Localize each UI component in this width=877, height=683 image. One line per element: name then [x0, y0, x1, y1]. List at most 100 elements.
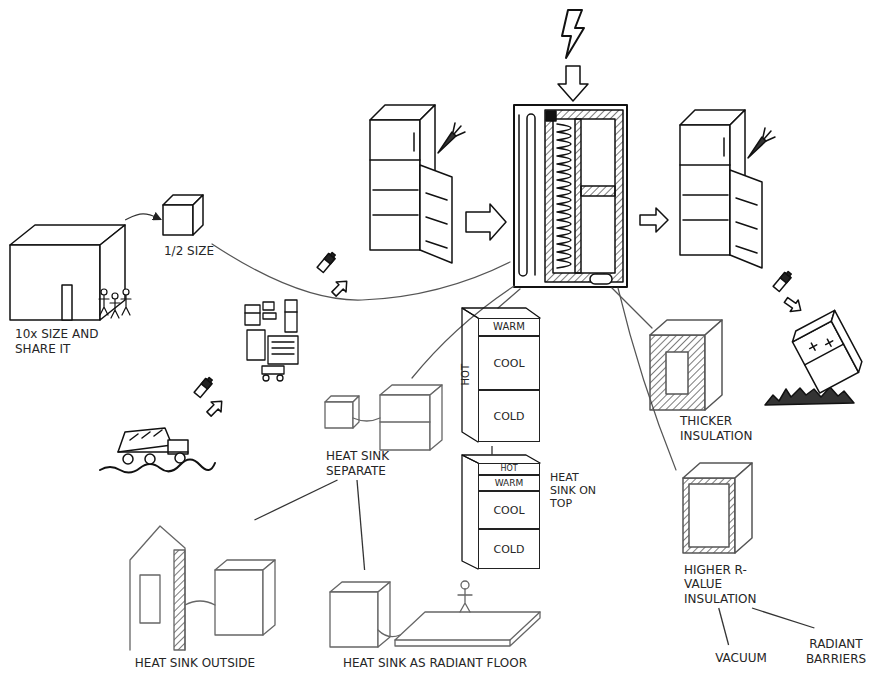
node-label: HEAT SINK ON TOP: [550, 471, 604, 511]
battery-symbol: [194, 376, 214, 397]
separate-heat-sink-sketch: [353, 396, 359, 428]
appliance-collection: [268, 336, 298, 364]
walk-in-cooler: [100, 225, 125, 320]
lightning-bolt: [562, 10, 584, 58]
stacked-fridge-heat-sink-top: HEAT SINK ON TOP HOTWARM COOL COLD: [456, 455, 606, 575]
people-figures: [99, 289, 131, 318]
connector-line: [357, 480, 365, 570]
node-label: 10x SIZE AND SHARE IT: [15, 327, 107, 356]
small-cube: [193, 195, 203, 235]
people-figures: [101, 289, 107, 295]
battery-symbol: [317, 251, 337, 272]
hot-compartment: HOT: [478, 463, 540, 475]
radiant-floor-sketch: [458, 589, 472, 612]
node-label: COLD: [494, 411, 525, 422]
outside-heat-sink-sketch: [185, 601, 215, 605]
separate-heat-sink-sketch: [325, 402, 353, 428]
mining-truck: [100, 460, 215, 473]
fridge-schematic: [546, 111, 556, 121]
node-label: COOL: [493, 505, 524, 516]
flow-arrow: [466, 204, 506, 240]
hollow-arrow: [204, 396, 227, 419]
stacked-fridge: HOT WARM COOL COLD: [456, 306, 546, 446]
landfill-pile: [765, 387, 854, 405]
people-figures: [112, 293, 118, 299]
fridge-schematic: [514, 105, 627, 287]
node-label: HIGHER R-VALUE INSULATION: [684, 563, 770, 606]
appliance-collection: [245, 305, 260, 325]
appliance-collection: [245, 300, 298, 381]
appliance-collection: [272, 342, 294, 354]
node-label: HOT: [460, 364, 472, 386]
hollow-arrow: [782, 294, 805, 316]
cool-compartment: COOL: [478, 491, 540, 529]
connector-line: [752, 608, 814, 628]
fridge-schematic: [553, 119, 615, 273]
outside-heat-sink-sketch: [130, 526, 185, 650]
fridge-schematic: [514, 105, 627, 287]
fridge-schematic: [545, 110, 623, 282]
thick-insulation-box: [705, 320, 722, 410]
separate-heat-sink: HEAT SINK SEPARATE: [318, 360, 448, 480]
battery-symbol: [773, 270, 793, 291]
fridge-schematic: [557, 124, 571, 268]
small-cube: [163, 205, 193, 235]
walk-in-cooler: [10, 225, 125, 320]
appliance-collection: [263, 313, 276, 319]
flow-arrow: [640, 208, 668, 232]
hollow-arrow: [329, 276, 352, 299]
node-label: COOL: [493, 358, 524, 369]
mining-truck: [145, 454, 155, 464]
stack-faces: [462, 455, 540, 463]
connector-line: [719, 608, 729, 645]
separate-heat-sink-sketch: [353, 418, 380, 421]
hollow-arrow: [204, 396, 227, 419]
association-line: [212, 244, 510, 300]
radiant-floor-sketch: [395, 612, 540, 640]
outside-heat-sink-sketch: [215, 570, 263, 635]
warm-compartment: WARM: [478, 475, 540, 491]
power-arrow: [558, 66, 588, 101]
people-figures: [99, 295, 109, 315]
cool-compartment: COOL: [478, 336, 540, 390]
landfill-pile: [765, 387, 854, 405]
node-label: COLD: [494, 544, 525, 555]
fridge-schematic: [575, 119, 581, 273]
fridge-schematic: [581, 186, 615, 196]
appliance-collection: [277, 375, 283, 381]
association-line: [212, 244, 676, 470]
separate-heat-sink-sketch: [380, 421, 430, 422]
radiant-floor-sketch: [330, 581, 540, 647]
stack-faces: [462, 308, 540, 318]
thick-insulation-box: [650, 320, 722, 410]
people-figures: [123, 289, 129, 295]
small-cube: [163, 195, 203, 235]
r-value-insulation-box: [689, 484, 729, 547]
battery-symbol: [773, 270, 793, 291]
r-value-insulation-box: [735, 463, 752, 553]
mining-truck: [100, 428, 215, 473]
discarded-fridge: [828, 310, 866, 372]
connector-line: [491, 446, 492, 455]
flow-arrow: [640, 208, 668, 232]
mining-truck: [118, 451, 188, 453]
radiant-floor-sketch: [461, 581, 469, 589]
walk-in-cooler: [10, 245, 100, 320]
radiant-barriers-option: RADIANT BARRIERS: [800, 628, 872, 666]
node-label: RADIANT BARRIERS: [800, 637, 872, 666]
mining-truck: [175, 453, 185, 463]
radiant-floor-sketch: [395, 612, 540, 646]
node-label: THICKER INSULATION: [680, 414, 775, 443]
walk-in-cooler: [62, 285, 72, 320]
appliance-collection: [263, 302, 274, 310]
mining-truck: [130, 430, 162, 440]
lightning-bolt: [562, 10, 584, 58]
heat-sink-outside: HEAT SINK OUTSIDE: [110, 520, 280, 670]
cold-compartment: COLD: [478, 529, 540, 569]
node-label: WARM: [493, 322, 525, 332]
association-line: [498, 289, 520, 308]
association-line: [612, 288, 652, 328]
people-figures: [121, 295, 131, 315]
node-label: VACUUM: [715, 651, 767, 665]
